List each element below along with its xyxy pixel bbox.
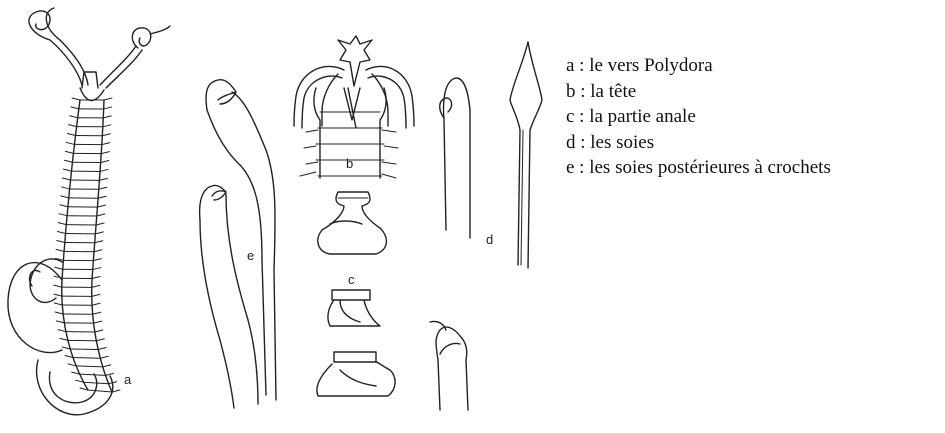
- legend-item-c: c : la partie anale: [566, 104, 941, 130]
- figure-letter-a: a: [124, 372, 132, 387]
- head-drawing-b: b: [294, 36, 414, 178]
- worm-drawing-a: a: [8, 8, 170, 415]
- legend-item-b: b : la tête: [566, 79, 941, 105]
- anal-part-drawing-c: c: [317, 192, 395, 396]
- figure-letter-c: c: [348, 272, 355, 287]
- figure-letter-d: d: [486, 232, 493, 247]
- setae-drawing-e: e: [200, 80, 276, 408]
- figure-letter-e: e: [247, 248, 254, 263]
- legend-item-e: e : les soies postérieures à crochets: [566, 155, 941, 181]
- legend-item-a: a : le vers Polydora: [566, 53, 941, 79]
- legend-item-d: d : les soies: [566, 130, 941, 156]
- figure-legend: a : le vers Polydora b : la tête c : la …: [566, 53, 941, 181]
- figure-letter-b: b: [346, 156, 353, 171]
- setae-drawing-d: d: [430, 42, 542, 410]
